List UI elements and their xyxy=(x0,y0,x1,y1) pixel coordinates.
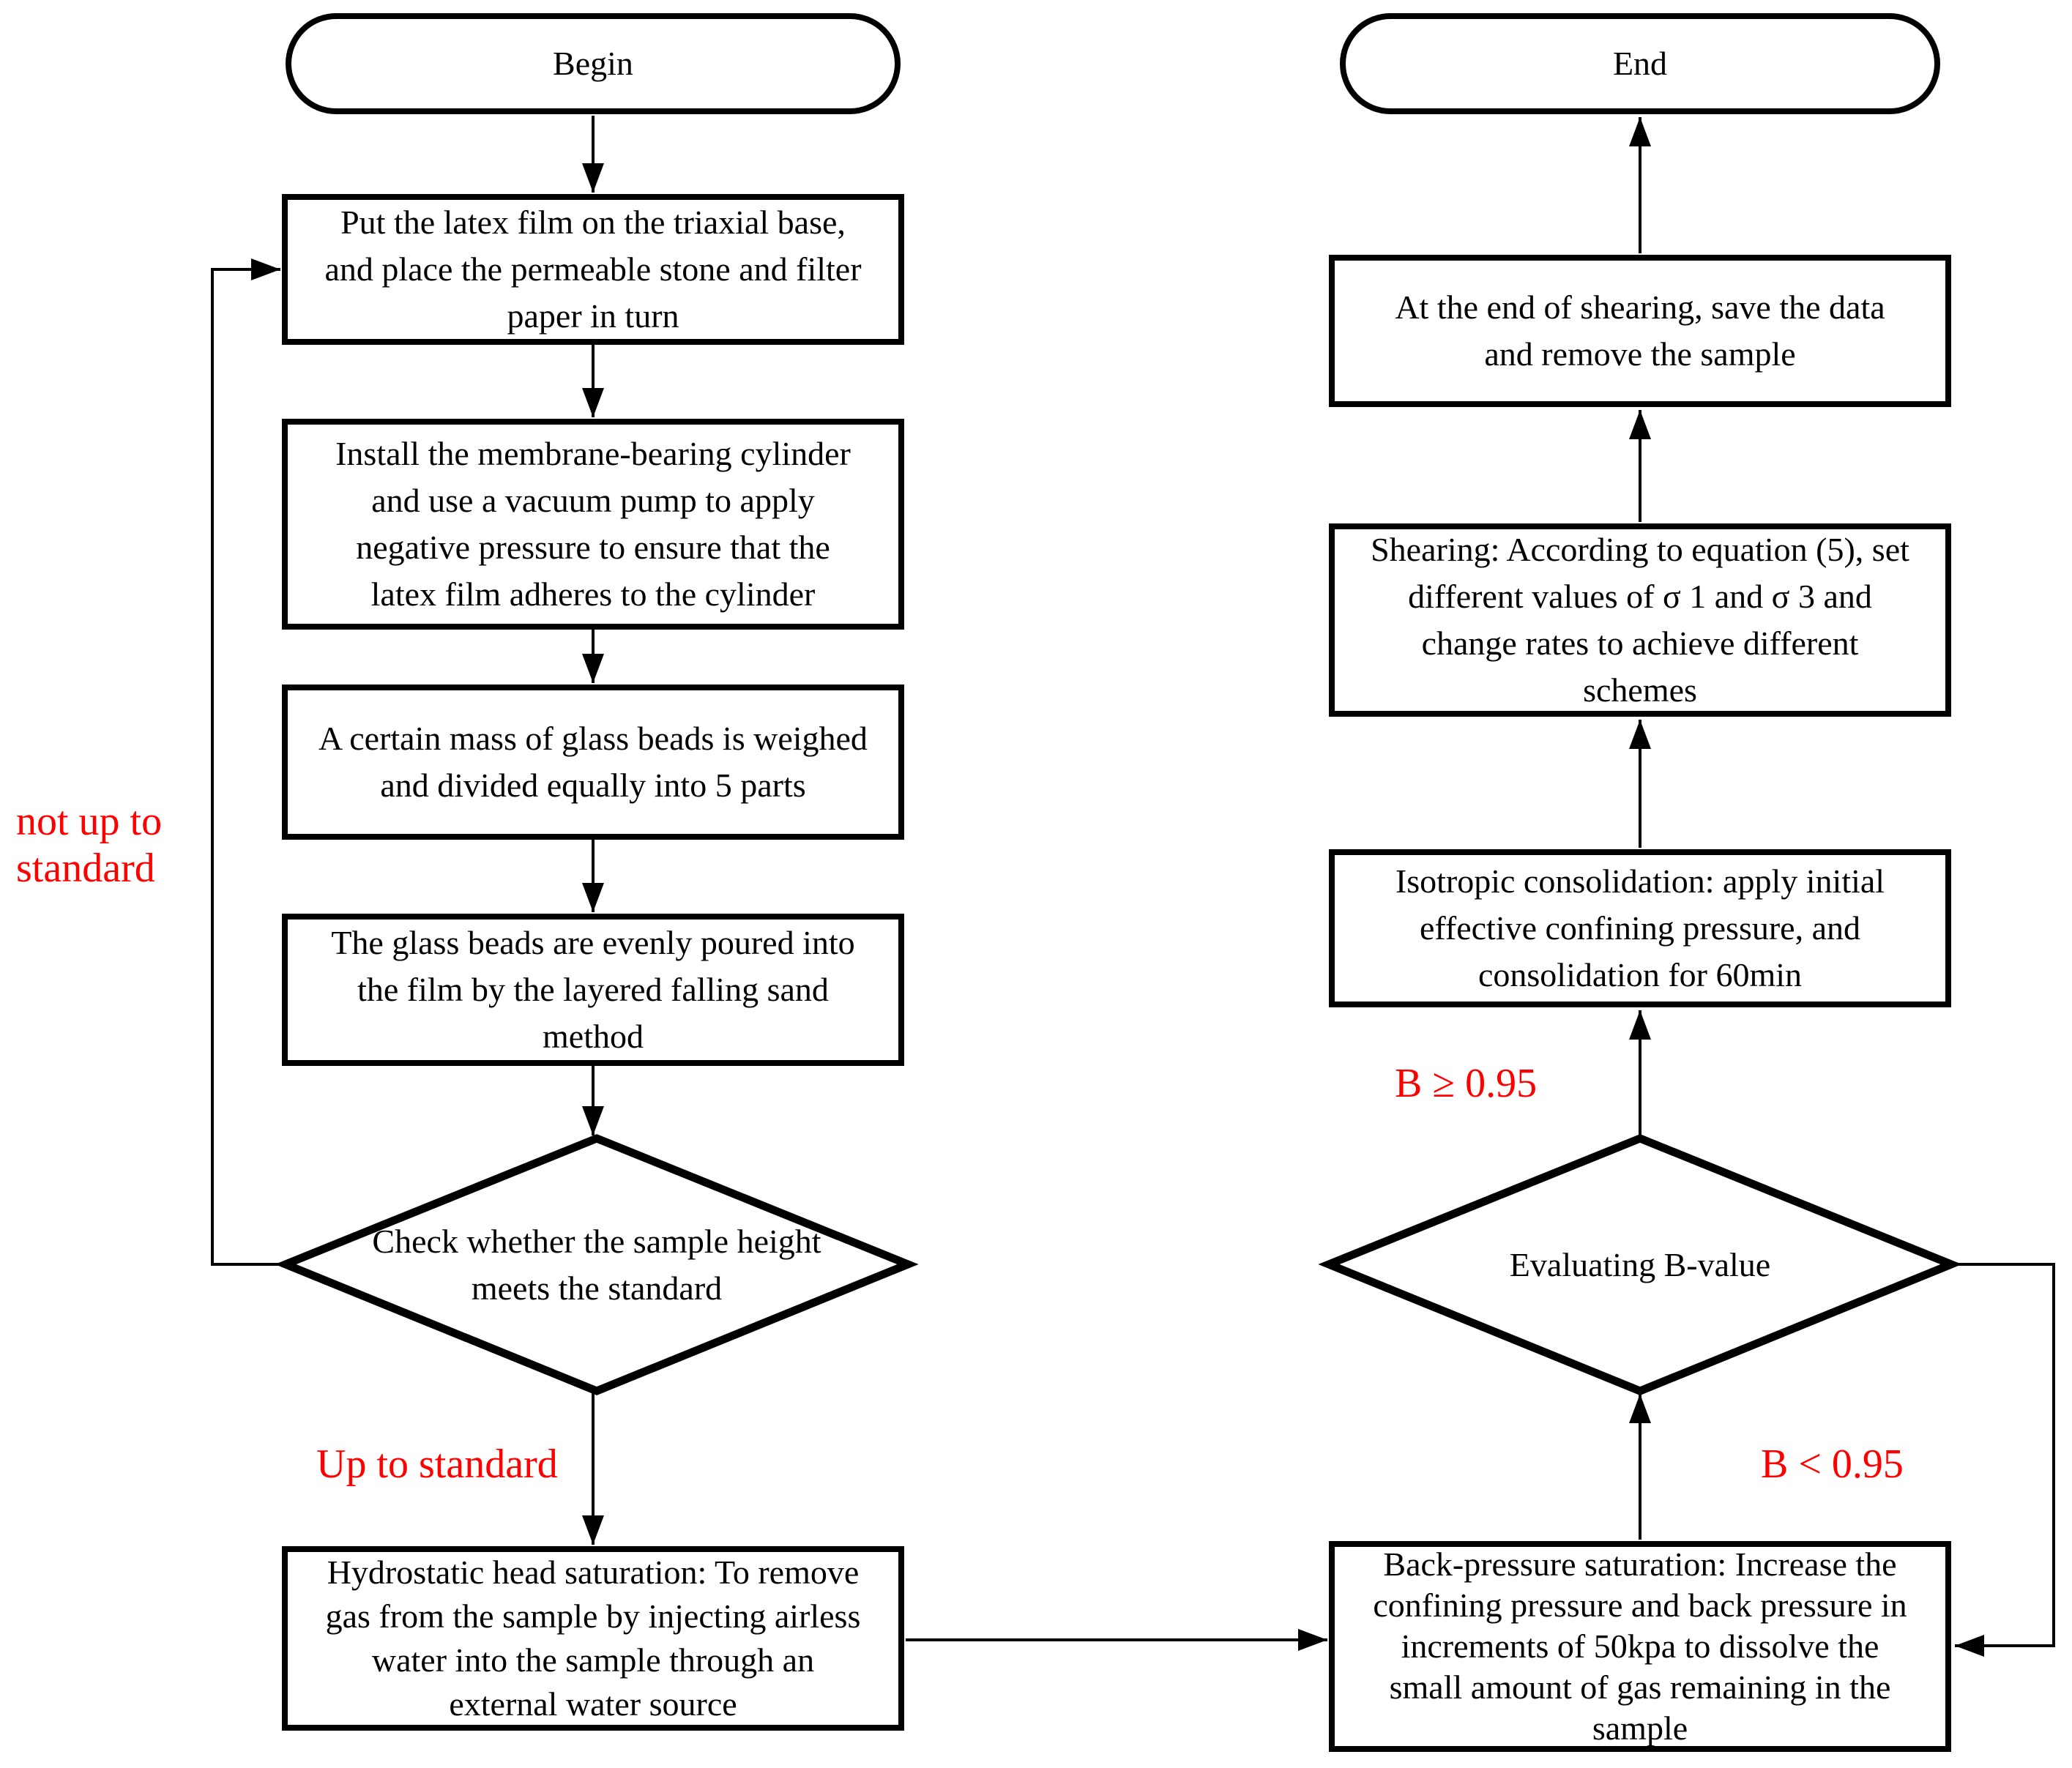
node-begin-label: Begin xyxy=(553,45,633,82)
step-back-pressure-saturation-line: increments of 50kpa to dissolve the xyxy=(1401,1627,1879,1665)
step-save-data: At the end of shearing, save the data an… xyxy=(1329,255,1951,407)
node-end: End xyxy=(1340,13,1940,114)
decision-sample-height-shape xyxy=(275,1134,919,1395)
step-put-latex-film: Put the latex film on the triaxial base,… xyxy=(282,194,904,345)
step-hydrostatic-saturation-line: Hydrostatic head saturation: To remove xyxy=(327,1553,860,1591)
step-shearing-line: schemes xyxy=(1583,671,1697,709)
step-hydrostatic-saturation-line: water into the sample through an xyxy=(371,1641,815,1679)
step-back-pressure-saturation-line: confining pressure and back pressure in xyxy=(1373,1586,1907,1624)
label-not-up-to-standard-line: standard xyxy=(16,846,155,891)
step-install-cylinder-line: and use a vacuum pump to apply xyxy=(371,482,815,519)
step-back-pressure-saturation-line: Back-pressure saturation: Increase the xyxy=(1383,1545,1897,1583)
step-pour-glass-beads-line: the film by the layered falling sand xyxy=(357,971,829,1008)
decision-sample-height-line: Check whether the sample height xyxy=(372,1222,821,1260)
decision-b-value-line: Evaluating B-value xyxy=(1509,1245,1771,1283)
label-up-to-standard: Up to standard xyxy=(316,1441,558,1487)
step-install-cylinder-line: latex film adheres to the cylinder xyxy=(370,575,816,613)
step-shearing-line: different values of σ 1 and σ 3 and xyxy=(1408,578,1872,615)
node-end-label: End xyxy=(1612,45,1668,82)
step-shearing-line: change rates to achieve different xyxy=(1421,624,1859,662)
label-not-up-to-standard-line: not up to xyxy=(16,799,163,844)
step-install-cylinder-line: Install the membrane-bearing cylinder xyxy=(335,435,851,472)
step-weigh-glass-beads: A certain mass of glass beads is weighed… xyxy=(282,685,904,840)
step-isotropic-consolidation: Isotropic consolidation: apply initial e… xyxy=(1329,849,1951,1007)
step-put-latex-film-line: paper in turn xyxy=(507,297,679,335)
label-not-up-to-standard: not up to standard xyxy=(16,798,162,892)
step-back-pressure-saturation-line: sample xyxy=(1592,1709,1688,1747)
decision-b-value: Evaluating B-value xyxy=(1391,1215,1889,1314)
step-isotropic-consolidation-line: Isotropic consolidation: apply initial xyxy=(1395,862,1885,900)
step-put-latex-film-line: Put the latex film on the triaxial base, xyxy=(340,204,846,241)
step-install-cylinder: Install the membrane-bearing cylinder an… xyxy=(282,419,904,630)
step-put-latex-film-line: and place the permeable stone and filter xyxy=(324,250,862,288)
step-hydrostatic-saturation-line: external water source xyxy=(449,1685,737,1723)
arrow-loop-not-up-to-standard xyxy=(211,258,286,1266)
node-begin: Begin xyxy=(286,13,901,114)
step-install-cylinder-line: negative pressure to ensure that the xyxy=(356,529,830,566)
step-shearing-line: Shearing: According to equation (5), set xyxy=(1371,531,1909,568)
step-pour-glass-beads-line: method xyxy=(543,1018,644,1055)
step-weigh-glass-beads-line: A certain mass of glass beads is weighed xyxy=(318,720,868,757)
step-pour-glass-beads: The glass beads are evenly poured into t… xyxy=(282,914,904,1066)
arrow-loop-b-lt-095 xyxy=(1945,1263,2055,1657)
label-b-ge-095: B ≥ 0.95 xyxy=(1395,1061,1538,1106)
label-b-lt-095: B < 0.95 xyxy=(1761,1441,1904,1487)
step-back-pressure-saturation-line: small amount of gas remaining in the xyxy=(1389,1668,1891,1706)
step-pour-glass-beads-line: The glass beads are evenly poured into xyxy=(331,924,855,961)
step-back-pressure-saturation: Back-pressure saturation: Increase the c… xyxy=(1329,1541,1951,1752)
decision-sample-height-line: meets the standard xyxy=(471,1269,723,1307)
step-isotropic-consolidation-line: consolidation for 60min xyxy=(1477,956,1803,993)
step-isotropic-consolidation-line: effective confining pressure, and xyxy=(1419,909,1861,947)
step-weigh-glass-beads-line: and divided equally into 5 parts xyxy=(380,766,806,804)
step-save-data-line: At the end of shearing, save the data xyxy=(1395,288,1885,326)
step-hydrostatic-saturation: Hydrostatic head saturation: To remove g… xyxy=(282,1546,904,1731)
step-shearing: Shearing: According to equation (5), set… xyxy=(1329,523,1951,717)
decision-sample-height: Check whether the sample height meets th… xyxy=(329,1182,864,1347)
decision-b-value-shape xyxy=(1318,1134,1962,1395)
step-hydrostatic-saturation-line: gas from the sample by injecting airless xyxy=(325,1597,861,1635)
step-save-data-line: and remove the sample xyxy=(1484,335,1796,373)
